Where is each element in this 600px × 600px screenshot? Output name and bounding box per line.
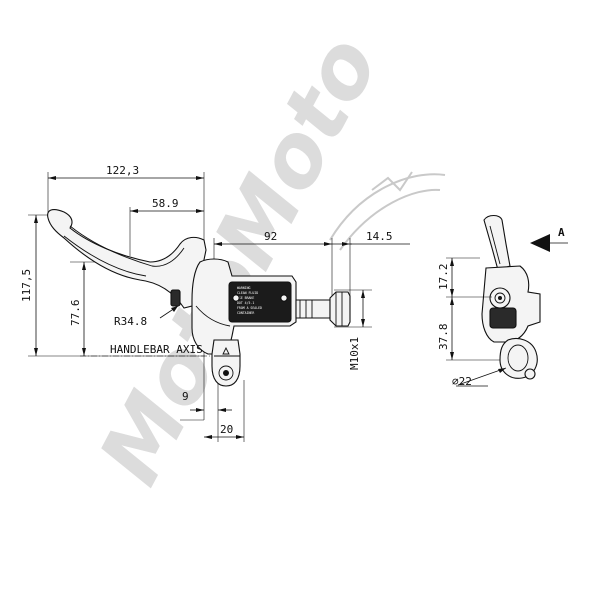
view-a-lever (483, 214, 511, 271)
dim-body-length: 92 (264, 230, 277, 243)
dim-clamp-offset: 9 (182, 390, 189, 403)
svg-text:WARNING: WARNING (237, 286, 251, 290)
handlebar-clamp (211, 339, 241, 387)
svg-text:CONTAINER: CONTAINER (237, 311, 254, 315)
dimension-lines (34, 176, 410, 439)
dim-side-lower: 37.8 (437, 324, 450, 351)
dim-handlebar-axis: HANDLEBAR AXIS (110, 343, 203, 356)
view-a-label: A (558, 226, 565, 239)
dim-bar-diameter: ⌀22 (452, 375, 472, 388)
dim-radius: R34.8 (114, 315, 147, 328)
svg-text:FROM A SEALED: FROM A SEALED (237, 306, 262, 310)
dim-side-upper: 17.2 (437, 264, 450, 291)
brake-lever (47, 209, 207, 309)
svg-text:USE BRAKE: USE BRAKE (237, 296, 254, 300)
reservoir-label-plate (228, 281, 292, 323)
reservoir-label-text: WARNING CLEAN FLUID USE BRAKE DOT 4/5.1 … (237, 286, 262, 315)
dim-thread: M10x1 (348, 337, 361, 370)
svg-text:CLEAN FLUID: CLEAN FLUID (237, 291, 258, 295)
view-a-arrow: A (530, 226, 568, 252)
svg-text:DOT 4/5.1: DOT 4/5.1 (237, 301, 254, 305)
master-cylinder-side-view: WARNING CLEAN FLUID USE BRAKE DOT 4/5.1 … (47, 209, 351, 387)
dim-overall-length: 122,3 (106, 164, 139, 177)
dim-banjo-offset: 14.5 (366, 230, 393, 243)
dim-lever-to-pivot: 58.9 (152, 197, 179, 210)
dimension-texts: 122,3 58.9 92 14.5 117,5 77.6 R34.8 HAND… (20, 164, 393, 436)
view-a-texts: 17.2 37.8 ⌀22 (437, 264, 472, 389)
dim-height-axis: 77.6 (69, 300, 82, 327)
dim-height-total: 117,5 (20, 269, 33, 302)
view-a-side (481, 214, 541, 380)
dim-clamp-width: 20 (220, 423, 233, 436)
view-a-dimension-lines (446, 257, 507, 387)
view-a-clamp (499, 337, 538, 379)
view-a-body (481, 265, 541, 343)
banjo-fitting (329, 291, 351, 327)
